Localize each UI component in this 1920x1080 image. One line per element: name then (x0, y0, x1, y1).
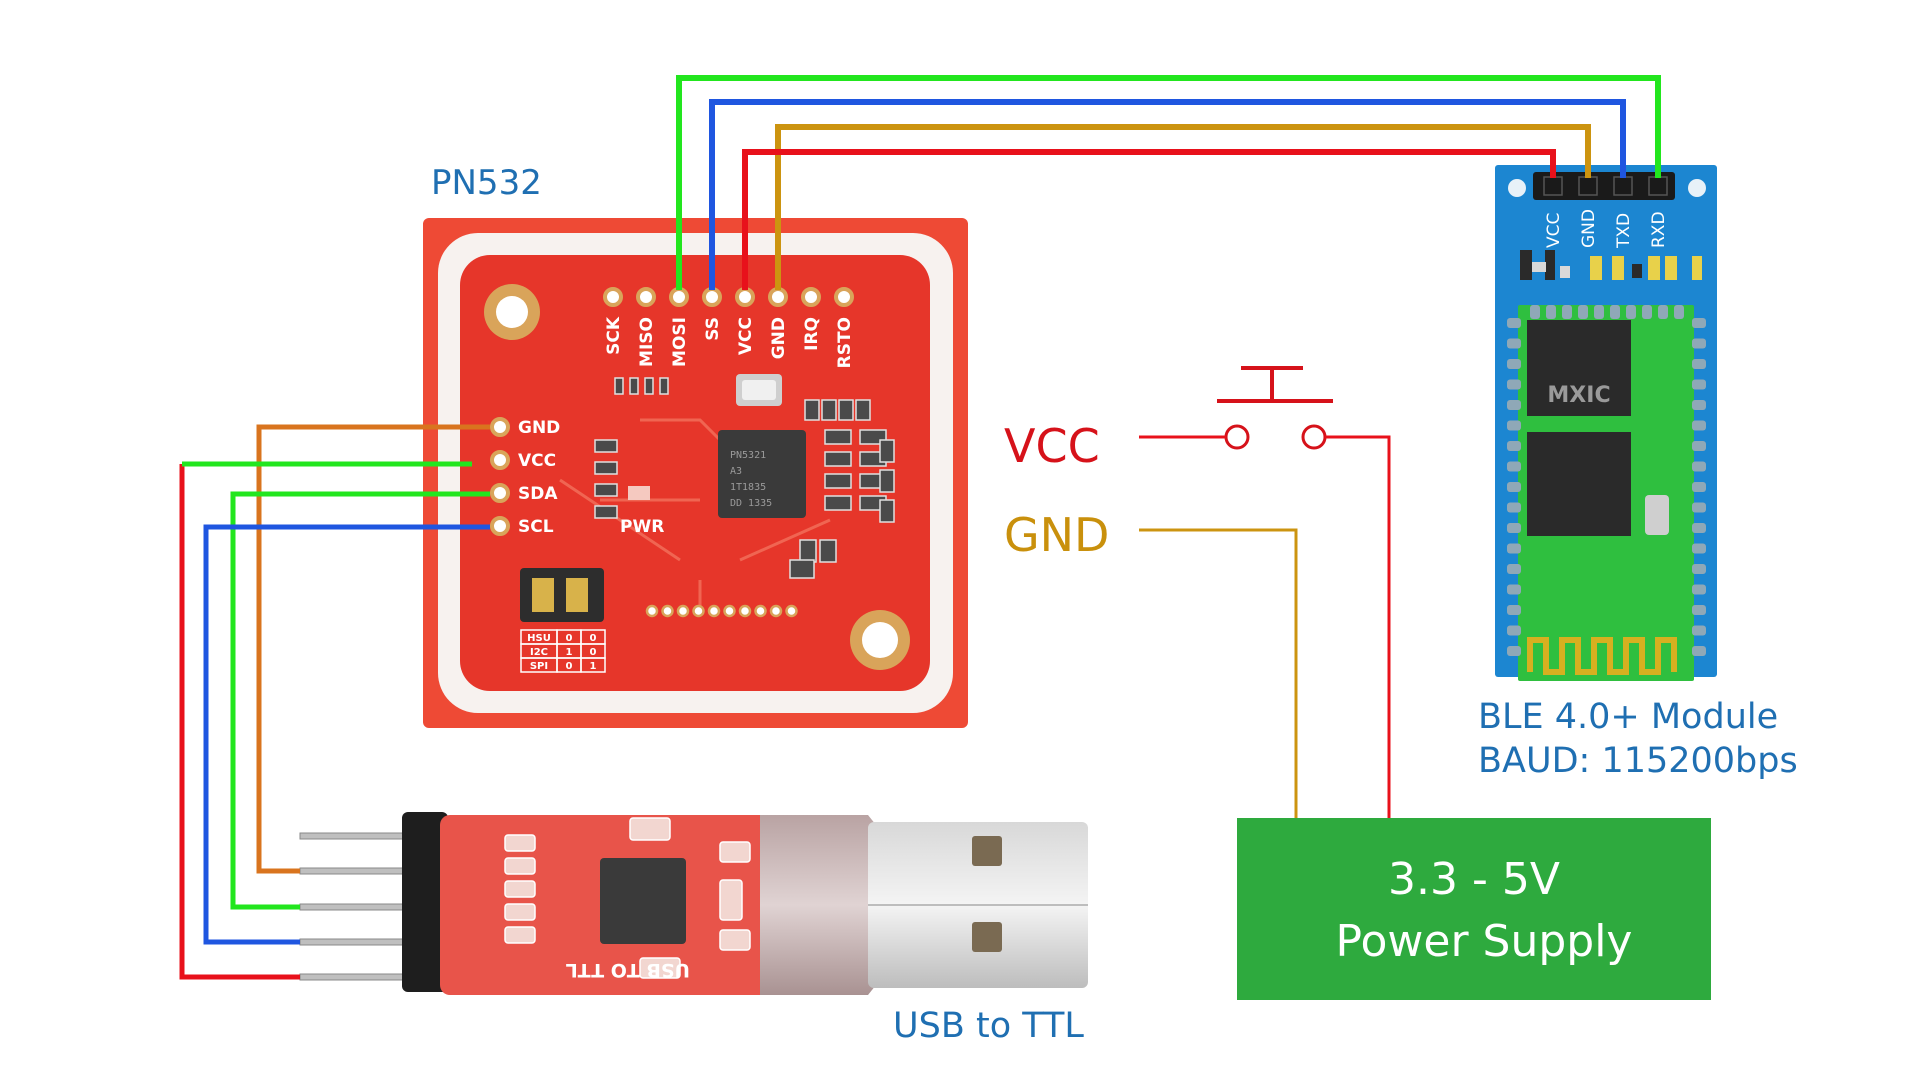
pn532-chip-marking: PN5321 (730, 450, 766, 461)
push-button-switch (1217, 366, 1333, 450)
mode-table-cell: 1 (566, 647, 573, 658)
mode-table-cell: 0 (590, 647, 597, 658)
usb-ttl-header-block (402, 812, 448, 992)
pn532-top-pin-label: MOSI (670, 317, 690, 367)
ble-chip-logo: MXIC (1547, 383, 1610, 408)
wires (179, 75, 1661, 980)
pn532-top-pad-rsto (834, 287, 854, 307)
usb-ttl-chip (600, 858, 686, 944)
pn532-top-pin-label: SCK (604, 316, 624, 355)
pn532-chip-marking: A3 (730, 466, 742, 477)
pn532-side-pad-gnd (490, 417, 510, 437)
gnd-label: GND (1004, 508, 1109, 562)
wire-ss-to-txd (709, 99, 1626, 290)
ble-antenna-trace (1527, 637, 1677, 675)
pn532-chip (718, 430, 806, 518)
pn532-top-pin-label: MISO (637, 317, 657, 367)
mode-table-cell: 1 (590, 661, 597, 672)
wire-sda-to-usb-rxd (230, 491, 490, 910)
ble-pin-vcc (1543, 176, 1563, 196)
wire-scl-to-usb-txd (203, 524, 490, 945)
pn532-top-pin-label: SS (703, 317, 723, 341)
pn532-pwr-label: PWR (620, 517, 664, 537)
pn532-side-pin-label: SDA (518, 484, 558, 504)
pn532-pwr-led (628, 486, 650, 500)
pn532-top-pad-sck (603, 287, 623, 307)
pn532-top-pad-vcc (735, 287, 755, 307)
pn532-top-header: SCK MISO MOSI SS VCC GND IRQ RSTO (603, 287, 855, 368)
usb-plug-window-top (972, 836, 1002, 866)
mode-table-cell: HSU (527, 633, 551, 644)
mode-table-cell: 0 (590, 633, 597, 644)
wire-mosi-to-rxd (676, 75, 1661, 290)
pn532-chip-marking: DD 1335 (730, 498, 772, 509)
pn532-top-pin-label: RSTO (835, 317, 855, 368)
usb-ttl-adapter: +5VGNDRXDTXD3V3 USB TO TTL (299, 812, 1088, 995)
ble-crystal (1645, 495, 1669, 535)
pn532-label: PN532 (431, 163, 542, 203)
pn532-side-pin-label: GND (518, 418, 560, 438)
mode-table-cell: 0 (566, 633, 573, 644)
pn532-top-pin-label: IRQ (802, 317, 822, 351)
power-supply-line1: 3.3 - 5V (1388, 854, 1560, 905)
pn532-side-header: GND VCC SDA SCL (490, 417, 560, 537)
ble-header (1533, 172, 1675, 200)
mode-table-cell: 0 (566, 661, 573, 672)
ble-chip-flash (1527, 320, 1631, 416)
power-supply-box (1237, 818, 1711, 1000)
wire-gnd-to-ble-gnd (775, 124, 1591, 290)
wire-vcc-to-ble-vcc (742, 149, 1556, 290)
wire-vcc-to-usb-3v3 (179, 464, 300, 980)
wire-gnd-to-usb-gnd (256, 424, 490, 874)
usb-ttl-label: USB to TTL (893, 1006, 1084, 1046)
pn532-side-pad-vcc (490, 450, 510, 470)
ble-pin-label: TXD (1614, 213, 1634, 249)
pn532-components (594, 377, 895, 579)
power-supply: 3.3 - 5V Power Supply (1237, 818, 1711, 1000)
ble-pin-txd (1613, 176, 1633, 196)
pn532-top-pad-mosi (669, 287, 689, 307)
switch-contact-left (1224, 424, 1250, 450)
ble-chip-main (1527, 432, 1631, 536)
usb-plug-window-bottom (972, 922, 1002, 952)
ble-module: MXIC VCC GND TXD RXD (1495, 165, 1717, 681)
pn532-top-pin-label: GND (769, 317, 789, 359)
pn532-chip-marking: 1T1835 (730, 482, 766, 493)
power-supply-line2: Power Supply (1336, 916, 1633, 967)
wire-vcc-supply-b (1325, 435, 1391, 818)
pn532-side-pad-scl (490, 516, 510, 536)
mode-table-cell: SPI (530, 661, 548, 672)
pn532-top-pad-irq (801, 287, 821, 307)
ble-pin-rxd (1648, 176, 1668, 196)
ble-pin-label: GND (1579, 209, 1599, 248)
pn532-side-pin-label: SCL (518, 517, 554, 537)
ble-label-line2: BAUD: 115200bps (1478, 741, 1798, 781)
pn532-side-pin-label: VCC (518, 451, 556, 471)
switch-contact-right (1301, 424, 1327, 450)
usb-ttl-sleeve (760, 815, 880, 995)
pn532-side-pad-sda (490, 483, 510, 503)
pn532-top-pin-label: VCC (736, 317, 756, 355)
vcc-label: VCC (1004, 419, 1100, 473)
pn532-top-pad-ss (702, 287, 722, 307)
ble-label-line1: BLE 4.0+ Module (1478, 697, 1778, 737)
pn532-top-pad-miso (636, 287, 656, 307)
ble-pin-label: VCC (1544, 213, 1564, 248)
mode-table-cell: I2C (530, 647, 548, 658)
ble-pin-gnd (1578, 176, 1598, 196)
pn532-top-pad-gnd (768, 287, 788, 307)
usb-ttl-board-text: USB TO TTL (566, 959, 690, 981)
wire-gnd-supply (1139, 528, 1298, 818)
ble-pin-label: RXD (1649, 211, 1669, 248)
